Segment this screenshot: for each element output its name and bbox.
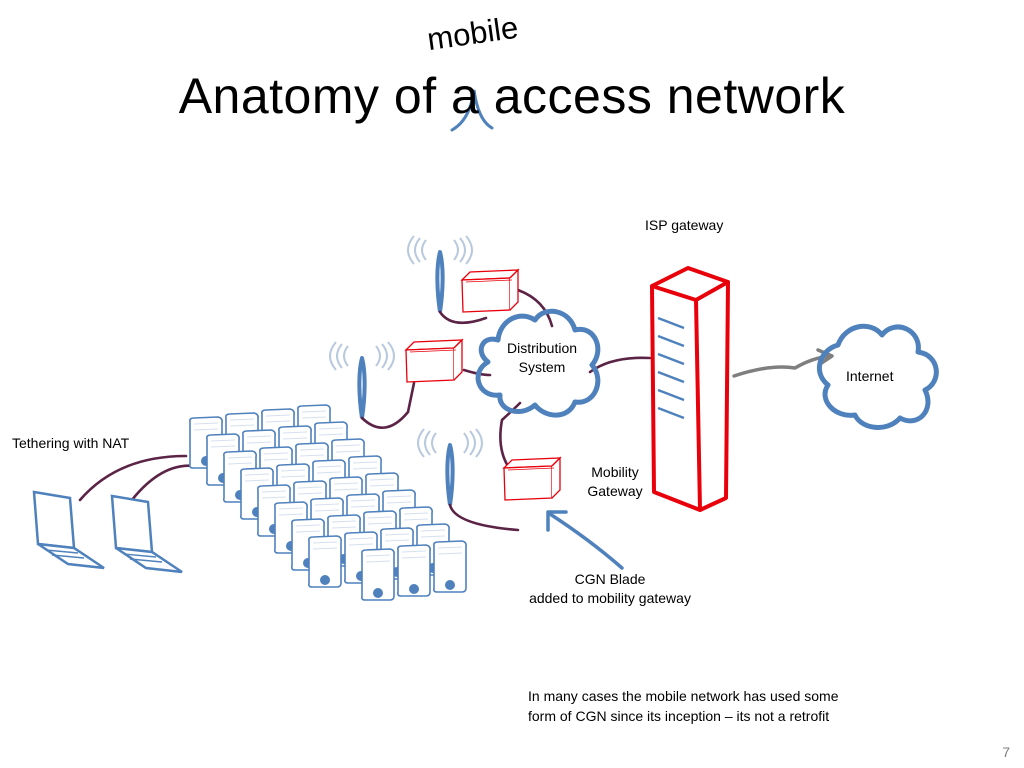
internet-label: Internet — [846, 368, 894, 384]
router-icon — [461, 269, 519, 313]
internet-cloud-icon — [816, 323, 939, 430]
mobility-line1: Mobility — [591, 464, 639, 480]
cgn-arrow — [546, 510, 624, 570]
cgn-line2: added to mobility gateway — [529, 590, 691, 606]
insertion-caret-icon — [450, 89, 494, 132]
slide-title: Anatomy of a access network — [178, 68, 846, 124]
smartphone-grid — [189, 404, 467, 601]
mobility-gateway-label: Mobility Gateway — [580, 463, 650, 501]
footnote-line1: In many cases the mobile network has use… — [528, 688, 839, 704]
distribution-cloud-icon — [475, 308, 601, 418]
isp-gateway-icon — [650, 266, 730, 512]
distribution-system-label: Distribution System — [498, 339, 586, 377]
smartphone-icon — [307, 535, 342, 588]
distribution-line1: Distribution — [506, 340, 578, 356]
smartphone-icon — [360, 548, 395, 601]
page-number: 7 — [1002, 744, 1010, 760]
cgn-blade-label: CGN Blade added to mobility gateway — [512, 570, 708, 608]
router-icon — [405, 339, 463, 383]
cgn-line1: CGN Blade — [574, 571, 646, 587]
distribution-line2: System — [518, 359, 566, 375]
smartphone-icon — [396, 544, 431, 597]
base-station-icon — [328, 340, 396, 420]
tethering-label: Tethering with NAT — [12, 435, 130, 451]
gateway-ports — [657, 316, 685, 420]
laptop-icon — [32, 490, 106, 570]
base-station-icon — [416, 427, 484, 507]
isp-gateway-label: ISP gateway — [645, 217, 724, 233]
laptop-icon — [110, 494, 184, 574]
smartphone-icon — [432, 540, 467, 593]
mobility-gateway-icon — [503, 457, 561, 501]
mobility-line2: Gateway — [587, 483, 643, 499]
footnote: In many cases the mobile network has use… — [528, 686, 908, 726]
footnote-line2: form of CGN since its inception – its no… — [528, 708, 830, 724]
